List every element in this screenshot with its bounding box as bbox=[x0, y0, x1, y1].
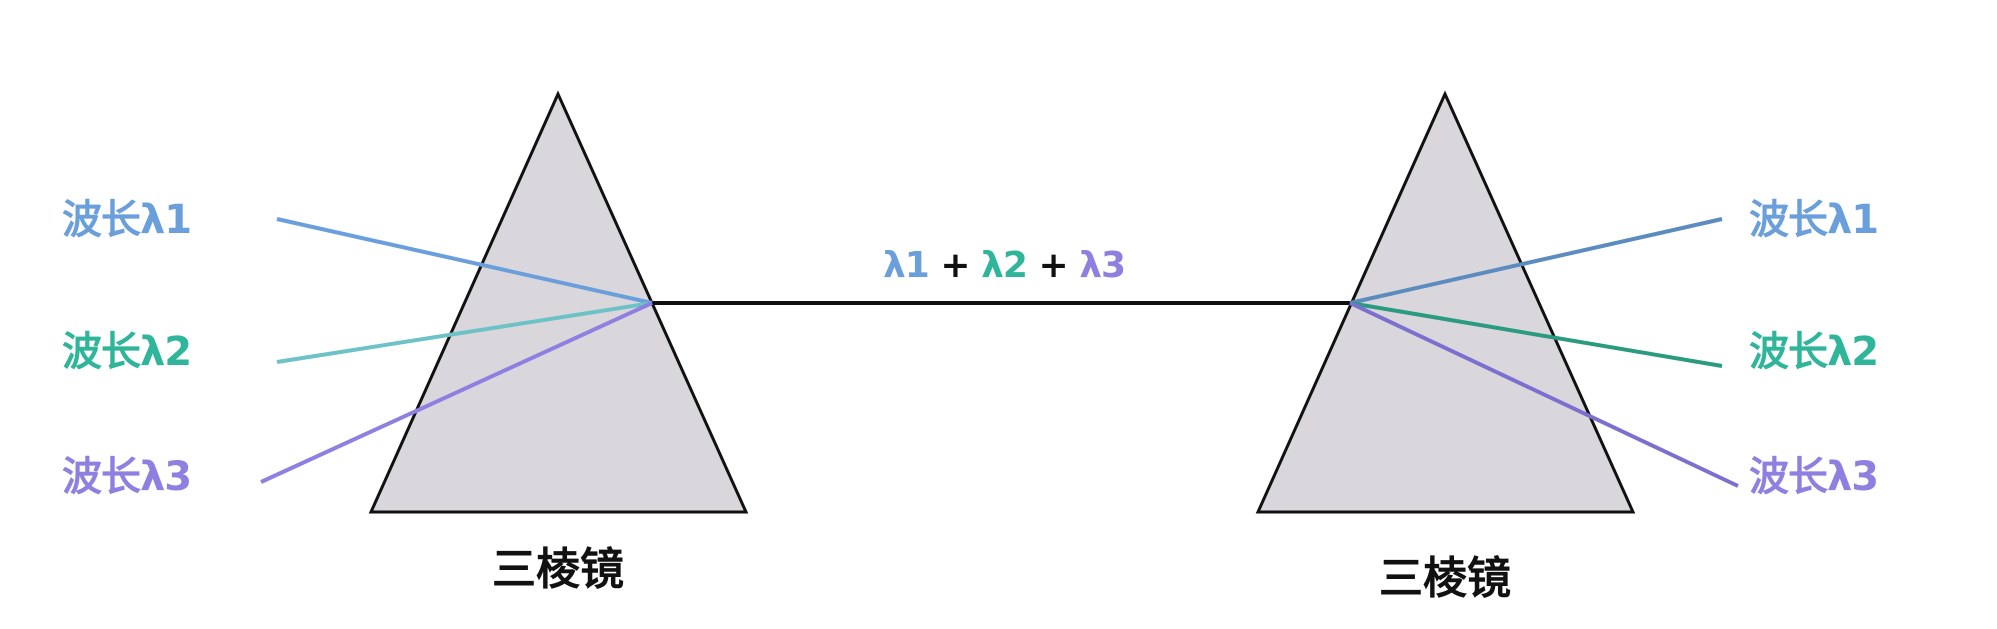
right-prism-label: 三棱镜 bbox=[1379, 553, 1511, 604]
combined-wavelength-label: λ1 + λ2 + λ3 bbox=[883, 244, 1126, 288]
left-label-lambda1: 波长λ1 bbox=[62, 197, 192, 243]
combined-lambda3: λ3 bbox=[1079, 245, 1126, 286]
right-ray-lambda2 bbox=[1349, 301, 1723, 368]
left-ray-lambda3 bbox=[260, 301, 653, 484]
left-label-lambda2: 波长λ2 bbox=[62, 329, 192, 375]
left-ray-lambda2 bbox=[276, 301, 653, 364]
left-prism-label: 三棱镜 bbox=[492, 544, 624, 595]
combined-lambda1: λ1 bbox=[883, 245, 930, 286]
combined-plus-2: + bbox=[1038, 245, 1069, 286]
right-label-lambda3: 波长λ3 bbox=[1749, 454, 1879, 500]
left-label-lambda3: 波长λ3 bbox=[62, 454, 192, 500]
right-label-lambda2: 波长λ2 bbox=[1749, 329, 1879, 375]
right-ray-lambda3 bbox=[1349, 301, 1739, 488]
left-ray-lambda1 bbox=[276, 217, 653, 305]
combined-lambda2: λ2 bbox=[981, 245, 1028, 286]
right-ray-lambda1 bbox=[1349, 217, 1723, 305]
right-label-lambda1: 波长λ1 bbox=[1749, 197, 1879, 243]
combined-plus-1: + bbox=[940, 245, 970, 286]
